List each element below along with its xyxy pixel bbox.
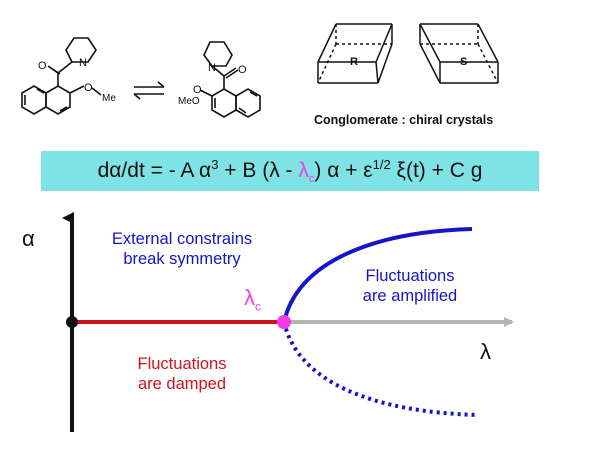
crystal-s-label: S [460, 56, 467, 68]
damped-line-1: Fluctuations [137, 355, 227, 373]
atom-o-carbonyl-right: O [238, 64, 247, 76]
eq-exp-half: 1/2 [372, 157, 391, 172]
external-line-1: External constrains [111, 230, 253, 248]
blue-upper-branch [282, 227, 473, 323]
x-axis-label: λ [480, 339, 491, 364]
eq-lambda-sub: c [308, 173, 315, 186]
atom-o-ether-left: O [84, 82, 93, 94]
amplified-text: Fluctuations are amplified [340, 266, 480, 306]
crystal-r [317, 23, 393, 84]
eq-exp3: 3 [211, 157, 219, 172]
y-axis-label: α [22, 226, 35, 251]
eq-part3: ) α + ε [314, 159, 373, 182]
equation-box: dα/dt = - A α3 + B (λ - λc) α + ε1/2 ξ(t… [41, 151, 539, 191]
critical-point [277, 315, 291, 329]
eq-part2: + B (λ - [218, 159, 299, 182]
atom-o-carbonyl-left: O [38, 60, 47, 72]
equilibrium-arrow [133, 81, 165, 100]
crystal-s [419, 23, 499, 84]
atom-o-ether-right: O [193, 84, 202, 96]
atom-n-right: N [208, 62, 216, 74]
critical-sub: c [255, 299, 261, 314]
origin-point [66, 316, 78, 328]
external-constraints-text: External constrains break symmetry [98, 229, 266, 269]
eq-part4: ξ(t) + C g [390, 159, 483, 182]
amplified-line-2: are amplified [362, 287, 458, 305]
molecule-left [21, 37, 102, 115]
external-line-2: break symmetry [123, 250, 241, 268]
equation: dα/dt = - A α3 + B (λ - λc) α + ε1/2 ξ(t… [41, 151, 539, 191]
molecule-right [199, 41, 261, 118]
atom-n-left: N [79, 57, 87, 69]
damped-text: Fluctuations are damped [112, 354, 252, 394]
critical-label: λc [244, 285, 261, 313]
damped-line-2: are damped [137, 375, 227, 393]
eq-part1: dα/dt = - A α [97, 159, 212, 182]
crystal-r-label: R [350, 56, 358, 68]
methyl-right: MeO [178, 96, 200, 107]
conglomerate-caption: Conglomerate : chiral crystals [314, 113, 494, 127]
amplified-line-1: Fluctuations [365, 267, 455, 285]
blue-lower-branch [282, 321, 479, 417]
critical-lambda: λ [244, 285, 255, 310]
eq-lambda-c: λc [298, 159, 315, 186]
eq-lambda: λ [298, 159, 309, 182]
methyl-left: Me [102, 93, 116, 104]
